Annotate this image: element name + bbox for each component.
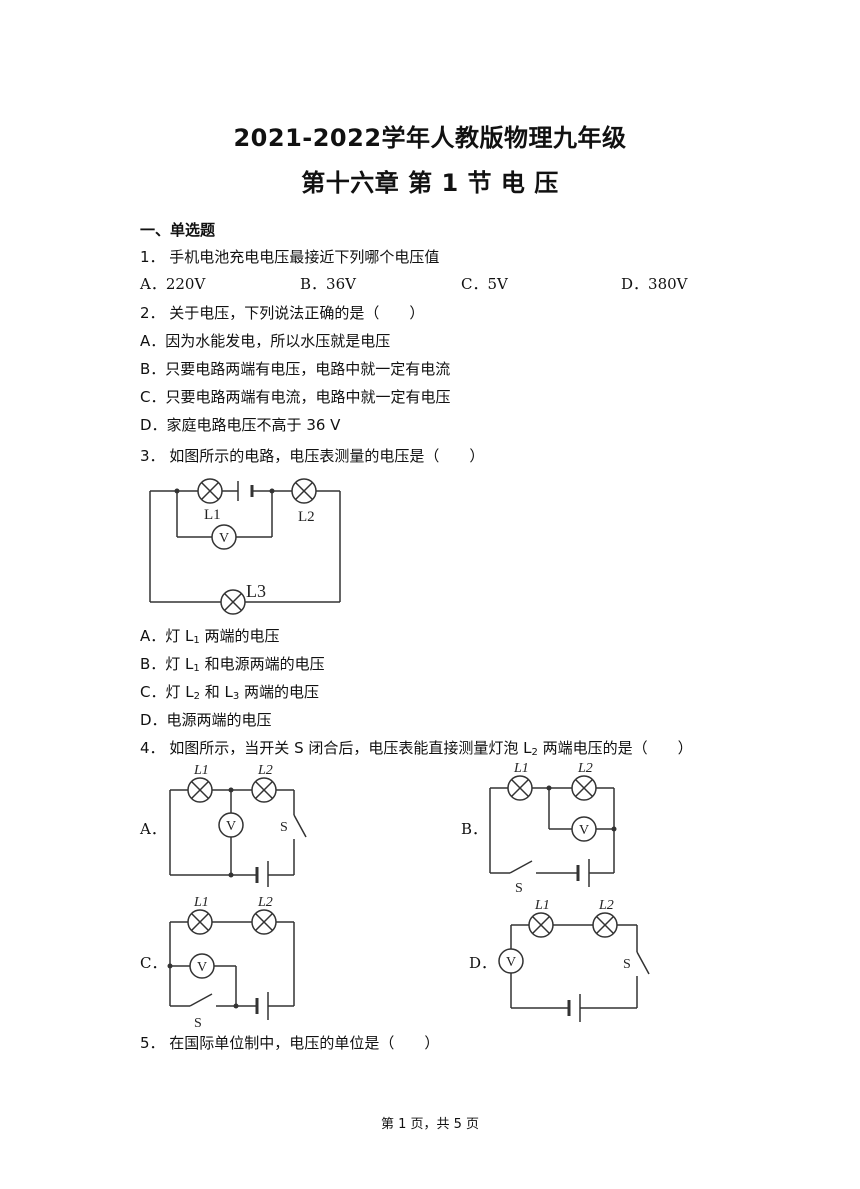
q4-label-d: D． xyxy=(469,954,497,972)
q4-circuit-c: V L1 L2 S xyxy=(167,895,295,1031)
q3-option-a: A．灯 L1 两端的电压 xyxy=(140,627,280,646)
svg-text:L2: L2 xyxy=(577,761,593,776)
svg-text:S: S xyxy=(623,957,631,972)
svg-text:L1: L1 xyxy=(193,895,209,910)
question-5-stem: 5． 在国际单位制中，电压的单位是（ ） xyxy=(140,1034,440,1052)
svg-text:L1: L1 xyxy=(513,761,529,776)
question-4-stem: 4． 如图所示，当开关 S 闭合后，电压表能直接测量灯泡 L2 两端电压的是（ … xyxy=(140,739,693,758)
voltmeter-icon: V xyxy=(211,524,237,550)
voltmeter-icon xyxy=(571,816,597,842)
lamp-l3-icon xyxy=(220,589,246,615)
voltmeter-icon xyxy=(189,953,215,979)
label-l3: L3 xyxy=(246,581,266,601)
q1-option-b: B．36V xyxy=(300,275,356,293)
lamp-l2-icon xyxy=(291,478,317,504)
document-title: 2021-2022学年人教版物理九年级 xyxy=(233,124,627,152)
lamp-l1-icon xyxy=(197,478,223,504)
svg-text:L2: L2 xyxy=(257,763,273,778)
page-footer: 第 1 页，共 5 页 xyxy=(380,1117,480,1132)
question-1-stem: 1． 手机电池充电电压最接近下列哪个电压值 xyxy=(140,248,440,266)
q4-label-a: A． xyxy=(140,820,166,838)
svg-text:V: V xyxy=(506,955,516,970)
q2-option-c: C．只要电路两端有电流，电路中就一定有电压 xyxy=(140,388,451,406)
svg-text:L1: L1 xyxy=(193,763,209,778)
svg-text:V: V xyxy=(197,960,207,975)
q2-option-a: A．因为水能发电，所以水压就是电压 xyxy=(140,332,391,350)
q3-option-d: D．电源两端的电压 xyxy=(140,711,272,729)
q1-option-c: C．5V xyxy=(461,275,508,293)
question-3-stem: 3． 如图所示的电路，电压表测量的电压是（ ） xyxy=(140,447,485,465)
svg-text:S: S xyxy=(194,1016,202,1031)
q3-option-c: C．灯 L2 和 L3 两端的电压 xyxy=(140,683,320,702)
question-2-stem: 2． 关于电压，下列说法正确的是（ ） xyxy=(140,304,425,322)
svg-text:S: S xyxy=(280,820,288,835)
lamp-icon xyxy=(507,775,597,801)
label-l2: L2 xyxy=(298,509,315,525)
svg-text:S: S xyxy=(515,881,523,896)
q4-label-c: C． xyxy=(140,954,167,972)
svg-text:V: V xyxy=(219,531,229,546)
q4-circuit-b: V L1 L2 S xyxy=(489,761,617,896)
q4-label-b: B． xyxy=(461,820,488,838)
svg-text:L2: L2 xyxy=(598,898,614,913)
lamp-icon xyxy=(187,777,277,803)
q2-option-d: D．家庭电路电压不高于 36 V xyxy=(140,416,341,434)
lamp-icon xyxy=(528,912,618,938)
q4-circuit-d: V L1 L2 S xyxy=(498,898,650,1022)
voltmeter-icon xyxy=(218,812,244,838)
label-l1: L1 xyxy=(204,507,221,523)
chapter-title: 第十六章 第 1 节 电 压 xyxy=(301,169,559,197)
svg-text:L1: L1 xyxy=(534,898,550,913)
lamp-icon xyxy=(187,909,277,935)
svg-text:V: V xyxy=(226,819,236,834)
q1-option-d: D．380V xyxy=(621,275,688,293)
q1-option-a: A．220V xyxy=(140,275,206,293)
section-heading: 一、单选题 xyxy=(140,221,216,239)
q4-circuit-a: V L1 L2 S xyxy=(169,763,307,887)
svg-text:L2: L2 xyxy=(257,895,273,910)
q3-circuit-diagram: V L1 L2 L3 xyxy=(149,478,341,615)
voltmeter-icon xyxy=(498,948,524,974)
q3-option-b: B．灯 L1 和电源两端的电压 xyxy=(140,655,325,674)
q2-option-b: B．只要电路两端有电压，电路中就一定有电流 xyxy=(140,360,451,378)
svg-text:V: V xyxy=(579,823,589,838)
